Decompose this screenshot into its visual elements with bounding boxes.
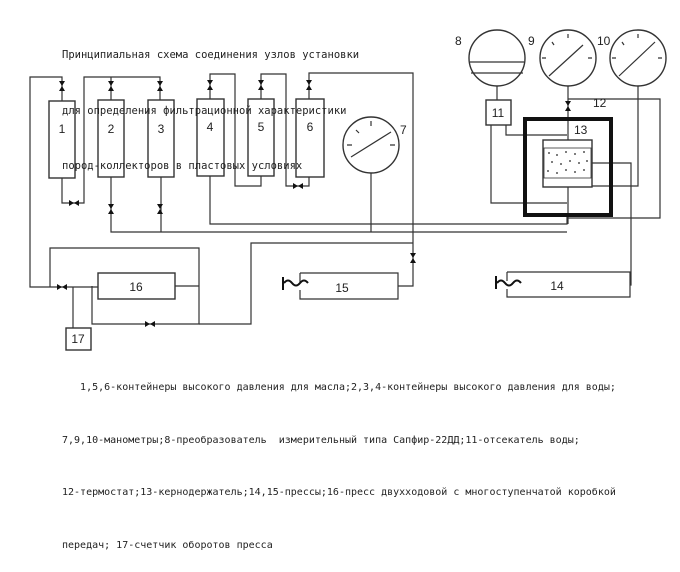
schematic-diagram: 1 2 3 4 5 6 7 16 17 15 14 8 9 10 11 (29, 29, 667, 351)
label-13: 13 (574, 123, 588, 137)
label-2: 2 (108, 122, 115, 136)
handwheel-icon (495, 276, 522, 289)
diagram-title: Принципиальная схема соединения узлов ус… (62, 9, 359, 194)
caption-line: 7,9,10-манометры;8-преобразователь измер… (62, 434, 580, 446)
caption-line: 12-термостат;13-кернодержатель;14,15-пре… (62, 487, 616, 498)
caption-line: 1,5,6-контейнеры высокого давления для м… (62, 382, 616, 393)
label-11: 11 (492, 106, 505, 120)
press-15: 15 (282, 272, 399, 300)
gauge-needle-icon (350, 131, 392, 158)
manometer-7: 7 (342, 116, 407, 174)
label-15: 15 (335, 281, 349, 295)
transducer-8: 8 (455, 29, 526, 87)
press-14: 14 (495, 271, 631, 298)
label-4: 4 (207, 120, 214, 134)
valve-icon[interactable] (145, 321, 155, 327)
label-9: 9 (528, 34, 535, 48)
press-16: 16 (97, 272, 176, 300)
core-holder-13: 13 (542, 123, 593, 188)
label-3: 3 (158, 122, 165, 136)
title-line: для определения фильтрационной характери… (62, 104, 347, 117)
container-2: 2 (97, 99, 125, 178)
caption-line: передач; 17-счетчик оборотов пресса (62, 539, 273, 551)
valve-icon[interactable] (565, 101, 571, 111)
water-separator-11: 11 (485, 99, 512, 126)
container-3: 3 (147, 99, 175, 178)
valve-icon[interactable] (157, 204, 163, 214)
counter-17: 17 (65, 327, 92, 351)
valve-icon[interactable] (410, 253, 416, 263)
valve-icon[interactable] (57, 284, 67, 290)
thermostat-12: 12 (523, 96, 613, 217)
legend-caption: 1,5,6-контейнеры высокого давления для м… (62, 344, 616, 572)
container-1: 1 (48, 100, 76, 179)
label-12: 12 (593, 96, 607, 110)
label-16: 16 (129, 280, 143, 294)
title-line: пород-коллекторов в пластовых условиях (62, 160, 303, 172)
label-1: 1 (59, 122, 66, 136)
container-6: 6 (295, 98, 325, 178)
valve-icon[interactable] (69, 200, 79, 206)
manometer-10: 10 (597, 29, 667, 87)
label-14: 14 (550, 279, 564, 293)
handwheel-icon (282, 277, 309, 290)
valve-icon[interactable] (108, 204, 114, 214)
core-sample-dots (547, 151, 588, 174)
container-5: 5 (247, 98, 275, 177)
title-line: Принципиальная схема соединения узлов ус… (62, 49, 360, 61)
label-7: 7 (400, 123, 407, 137)
manometer-9: 9 (528, 29, 597, 87)
label-8: 8 (455, 34, 462, 48)
label-6: 6 (307, 120, 314, 134)
container-4: 4 (196, 98, 225, 177)
label-5: 5 (258, 120, 265, 134)
label-10: 10 (597, 34, 611, 48)
label-17: 17 (71, 332, 85, 346)
